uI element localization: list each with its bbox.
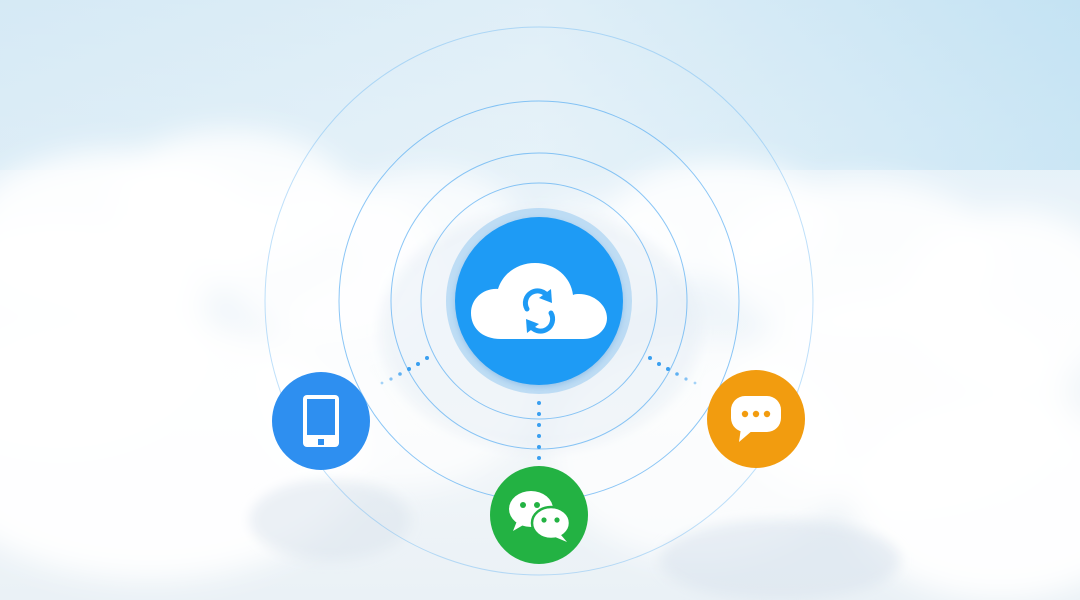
cloud-sync-hub <box>455 217 623 385</box>
chat-message-icon <box>731 396 781 442</box>
wechat-node <box>490 466 588 564</box>
mobile-phone-icon <box>303 395 339 447</box>
chat-message-node <box>707 370 805 468</box>
wechat-icon <box>509 491 571 542</box>
cloud-sync-icon <box>471 263 607 339</box>
mobile-device-node <box>272 372 370 470</box>
